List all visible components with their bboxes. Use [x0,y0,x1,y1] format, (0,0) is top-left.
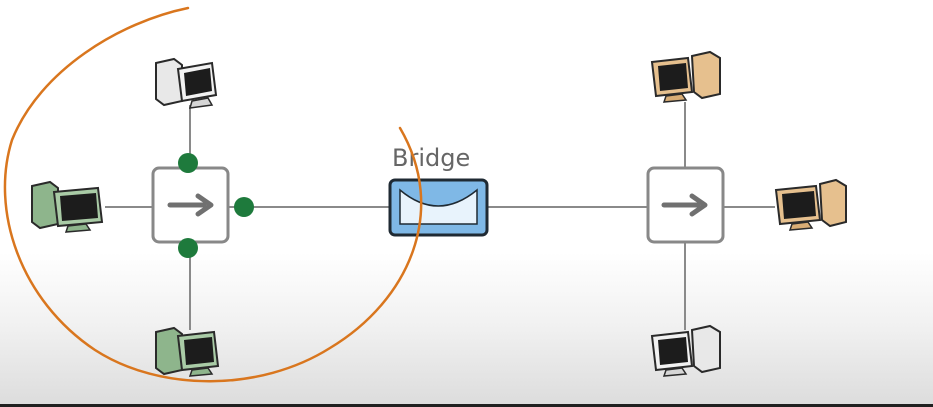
port-indicator-right [234,197,254,217]
port-indicator-top [178,153,198,173]
computer-icon [774,178,847,231]
bridge-label: Bridge [392,144,470,172]
bottom-divider [0,404,933,407]
switch-left [151,166,230,244]
arrow-right-icon [661,193,708,217]
freehand-annotation-arc [3,6,423,383]
computer-icon [650,324,721,377]
switch-right [646,166,725,244]
computer-icon [155,57,218,109]
bridge [388,178,489,237]
computer-icon [155,326,220,377]
port-indicator-bottom [178,238,198,258]
port-indicators [178,153,254,258]
computer-icon [650,50,721,103]
arrow-right-icon [167,193,214,217]
computer-icon [31,180,104,233]
